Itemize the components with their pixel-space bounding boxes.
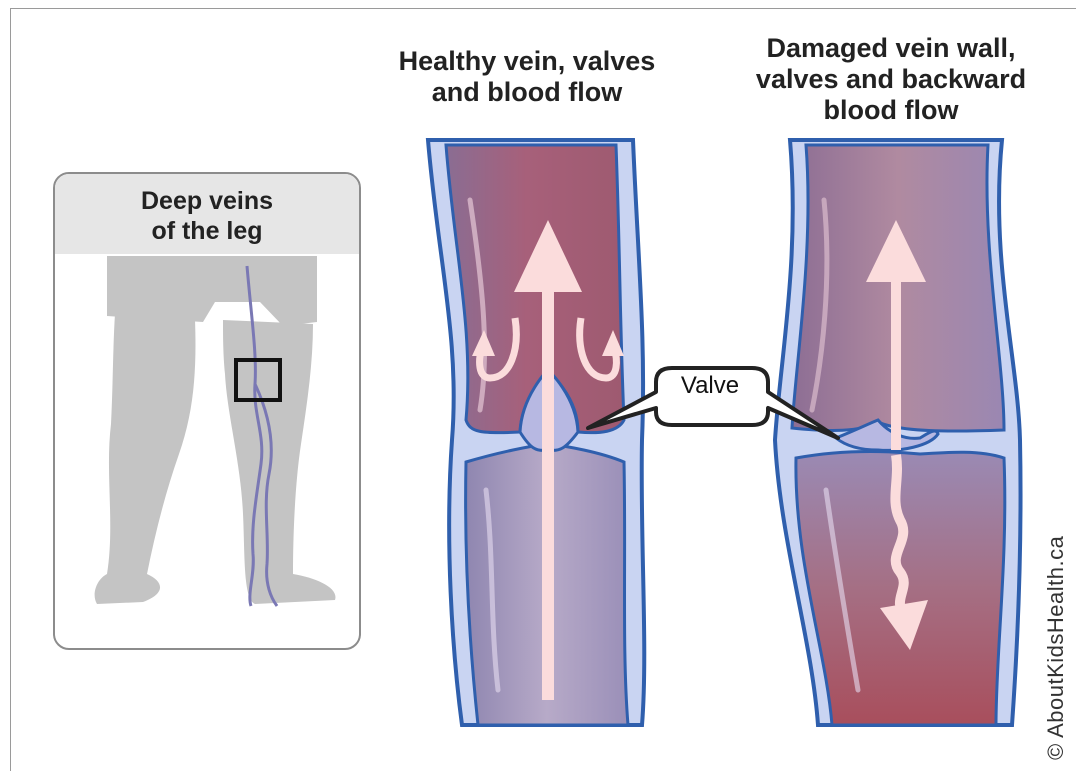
leg-illustration bbox=[55, 174, 361, 650]
healthy-vein-title: Healthy vein, valves and blood flow bbox=[372, 46, 682, 108]
damaged-vein-title: Damaged vein wall, valves and backward b… bbox=[730, 33, 1052, 126]
leg-inset-panel: Deep veins of the leg bbox=[53, 172, 361, 650]
leg-left bbox=[95, 314, 196, 604]
leg-shorts bbox=[107, 256, 317, 326]
valve-label: Valve bbox=[655, 372, 765, 400]
copyright-credit: © AboutKidsHealth.ca bbox=[1043, 500, 1069, 760]
healthy-vein bbox=[428, 140, 644, 725]
damaged-vein bbox=[775, 140, 1021, 725]
